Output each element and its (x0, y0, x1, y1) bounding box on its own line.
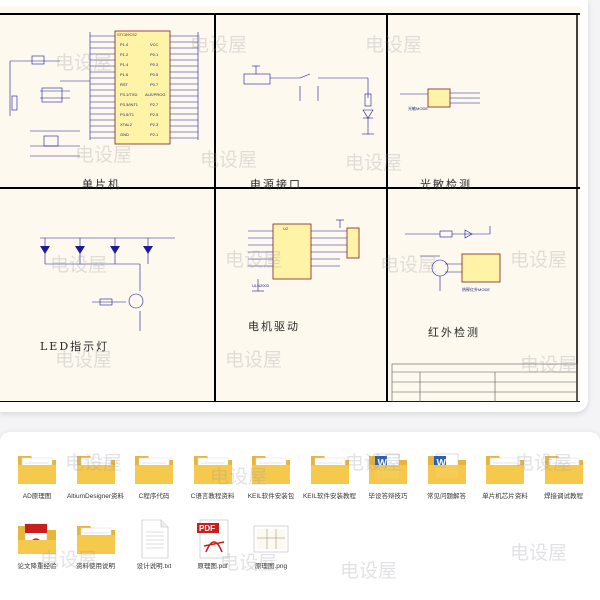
folder-icon (543, 448, 585, 490)
panel-label-mcu: 单片机 (82, 178, 121, 191)
file-item[interactable]: 焊接调试教程 (533, 448, 595, 518)
svg-text:P0.1: P0.1 (150, 52, 159, 57)
file-name: 设计说明.txt (136, 563, 172, 570)
panel-label-motor: 电机驱动 (248, 320, 300, 333)
file-item[interactable]: C语言教程资料 (182, 448, 244, 518)
word-document-icon: W (367, 448, 409, 490)
svg-text:P0.3: P0.3 (150, 62, 159, 67)
file-name: KEIL软件安装教程 (302, 493, 357, 500)
file-item[interactable]: PDF 原理图.pdf (182, 518, 244, 588)
file-name: 论文降重经验 (17, 563, 57, 570)
text-file-icon (133, 518, 175, 560)
svg-text:VCC: VCC (150, 42, 159, 47)
folder-icon (75, 518, 117, 560)
folder-icon (250, 448, 292, 490)
panel-label-ir: 红外检测 (428, 326, 480, 339)
file-item[interactable]: W 毕设答辩技巧 (357, 448, 419, 518)
svg-text:W: W (436, 458, 446, 469)
svg-text:PDF: PDF (199, 524, 215, 533)
pdf-folder-icon (16, 518, 58, 560)
svg-text:P1.6: P1.6 (120, 72, 129, 77)
driver-chip-label: ULN2003 (252, 283, 270, 288)
file-item[interactable]: KEIL软件安装包 (240, 448, 302, 518)
file-item[interactable]: AltiumDesigner资料 (65, 448, 127, 518)
folder-icon (484, 448, 526, 490)
file-name: AD原理图 (22, 493, 52, 500)
file-item[interactable]: 设计说明.txt (123, 518, 185, 588)
svg-text:P3.5/T1: P3.5/T1 (120, 112, 135, 117)
svg-text:GND: GND (120, 132, 129, 137)
svg-text:P2.5: P2.5 (150, 112, 159, 117)
svg-text:RST: RST (120, 82, 129, 87)
file-item[interactable]: KEIL软件安装教程 (299, 448, 361, 518)
file-item[interactable]: 论文降重经验 (6, 518, 68, 588)
light-module-label: 光敏MODE (408, 105, 428, 111)
panel-label-power: 电源接口 (250, 178, 302, 191)
svg-text:P1.2: P1.2 (120, 52, 129, 57)
file-name: 资料使用说明 (76, 563, 115, 570)
svg-text:P2.3: P2.3 (150, 122, 159, 127)
file-name: 原理图.png (254, 563, 288, 570)
folder-icon (309, 448, 351, 490)
svg-text:P2.1: P2.1 (150, 132, 159, 137)
svg-text:P3.3/INT1: P3.3/INT1 (120, 102, 139, 107)
svg-text:W: W (378, 458, 388, 469)
svg-text:ALE/PROG: ALE/PROG (145, 92, 165, 97)
file-name: C语言教程资料 (190, 493, 235, 500)
file-item[interactable]: 原理图.png (240, 518, 302, 588)
svg-text:P1.4: P1.4 (120, 62, 129, 67)
svg-text:P0.7: P0.7 (150, 82, 159, 87)
svg-text:P2.7: P2.7 (150, 102, 159, 107)
folder-icon (133, 448, 175, 490)
file-name: AltiumDesigner资料 (66, 493, 125, 500)
pdf-file-icon: PDF (192, 518, 234, 560)
file-name: 常见问题解答 (427, 493, 466, 500)
panel-label-led: LED指示灯 (40, 340, 110, 353)
folder-icon (75, 448, 117, 490)
file-name: 毕设答辩技巧 (368, 493, 408, 500)
svg-text:U2: U2 (283, 226, 289, 231)
svg-text:P1.0: P1.0 (120, 42, 129, 47)
file-name: 焊接调试教程 (544, 493, 583, 500)
file-item[interactable]: W 常见问题解答 (416, 448, 478, 518)
svg-text:P3.1/TXD: P3.1/TXD (120, 92, 137, 97)
mcu-chip-label: STC89C52 (117, 32, 138, 37)
file-item[interactable]: AD原理图 (6, 448, 68, 518)
file-name: 单片机芯片资料 (482, 493, 528, 500)
word-document-icon: W (426, 448, 468, 490)
file-item[interactable]: C程序代码 (123, 448, 185, 518)
file-item[interactable]: 资料使用说明 (65, 518, 127, 588)
folder-icon (192, 448, 234, 490)
ir-module-label: 热释红外MODE (462, 286, 490, 292)
file-name: C程序代码 (138, 493, 170, 500)
svg-text:XTAL2: XTAL2 (120, 122, 133, 127)
file-name: KEIL软件安装包 (247, 493, 295, 500)
panel-label-light: 光敏检测 (420, 178, 472, 191)
file-item[interactable]: 单片机芯片资料 (474, 448, 536, 518)
image-file-icon (250, 518, 292, 560)
file-grid: AD原理图 AltiumDesigner资料 C程序代码 C语言教程资料 KEIL软件安… (0, 432, 600, 600)
folder-icon (16, 448, 58, 490)
svg-text:P0.5: P0.5 (150, 72, 159, 77)
file-name: 原理图.pdf (197, 563, 228, 570)
